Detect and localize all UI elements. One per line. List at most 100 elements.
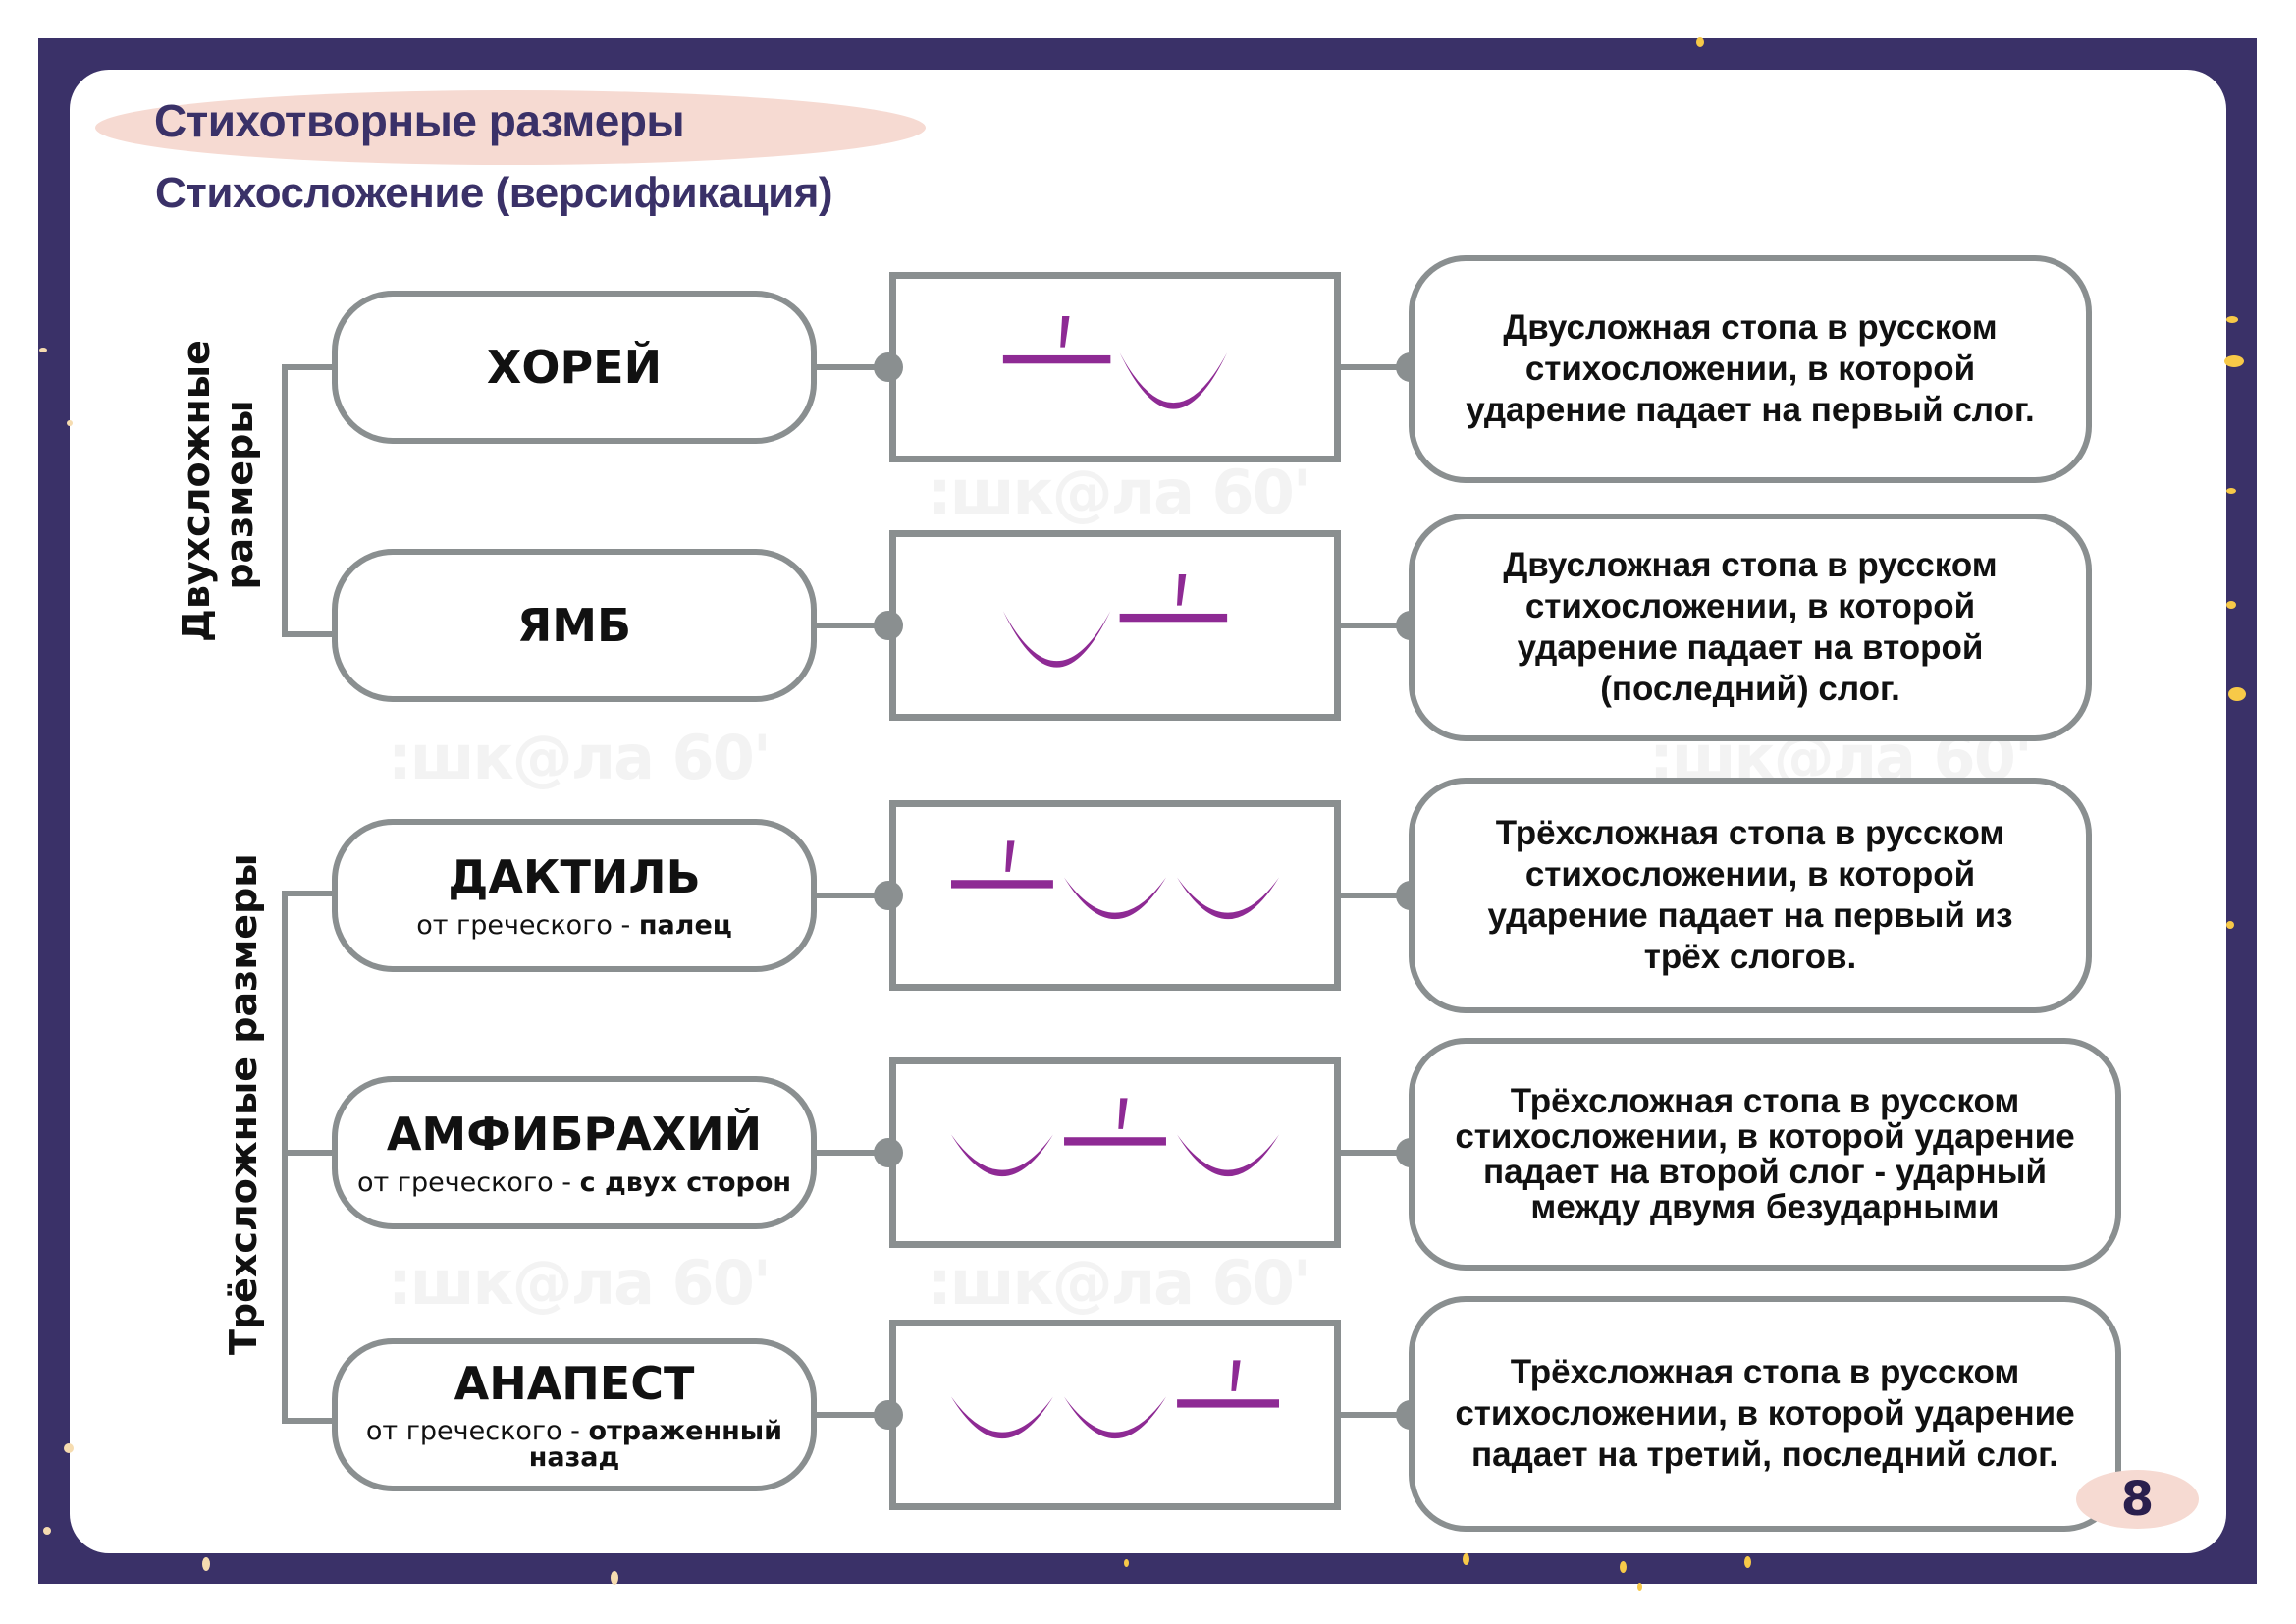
decor-dot [39, 348, 47, 352]
connector-line [817, 893, 891, 898]
meter-name-box: ХОРЕЙ [332, 291, 817, 444]
connector-line [1339, 623, 1412, 628]
bracket-branch [282, 1150, 332, 1156]
origin-meaning: отраженный назад [528, 1416, 783, 1474]
page-number: 8 [2120, 1472, 2155, 1527]
connector-dot [874, 1400, 903, 1430]
unstressed-syllable-mark [1177, 1134, 1280, 1177]
unstressed-syllable-mark [1064, 1396, 1166, 1439]
connector-line [1339, 1412, 1412, 1418]
origin-prefix: от греческого - [416, 909, 639, 941]
decor-dot [1124, 1559, 1129, 1567]
decor-dot [1463, 1553, 1469, 1565]
stress-accent-mark [1005, 840, 1015, 872]
stressed-syllable-mark [1002, 354, 1111, 364]
meter-description: Двусложная стопа в русском стихосложении… [1466, 308, 2035, 429]
group-label-line: Двухсложные [175, 340, 218, 642]
meter-description-box: Двусложная стопа в русском стихосложении… [1409, 255, 2092, 483]
meter-description-box: Трёхсложная стопа в русском стихосложени… [1409, 778, 2092, 1013]
group-label-line: размеры [218, 400, 261, 590]
meter-description: Трёхсложная стопа в русском стихосложени… [1455, 1353, 2075, 1474]
page-subtitle: Стихосложение (версификация) [155, 169, 833, 217]
meter-name: ЯМБ [516, 598, 632, 652]
meter-scheme-box [889, 800, 1341, 991]
stress-accent-mark [1231, 1360, 1241, 1391]
meter-scheme [950, 1098, 1280, 1177]
decor-dot [611, 1571, 618, 1585]
meter-description-box: Трёхсложная стопа в русском стихосложени… [1409, 1038, 2121, 1271]
stressed-syllable-mark [1119, 613, 1228, 623]
meter-origin: от греческого - палец [416, 912, 732, 939]
stress-accent-mark [1060, 316, 1070, 348]
watermark: :шк@ла 60' [928, 457, 1311, 528]
unstressed-syllable-mark [1002, 611, 1111, 668]
origin-meaning: с двух сторон [579, 1166, 792, 1198]
decor-dot [2226, 488, 2236, 494]
decor-dot [202, 1557, 210, 1571]
decor-dot [2226, 601, 2236, 609]
group-bracket [282, 891, 338, 1424]
meter-scheme [950, 1360, 1280, 1439]
origin-prefix: от греческого - [356, 1166, 580, 1198]
decor-dot [1696, 37, 1704, 47]
meter-name: АМФИБРАХИЙ [386, 1108, 763, 1162]
meter-scheme-box [889, 530, 1341, 721]
meter-name: АНАПЕСТ [454, 1356, 695, 1410]
stressed-syllable-mark [1064, 1137, 1166, 1146]
connector-dot [874, 611, 903, 640]
connector-dot [874, 1138, 903, 1167]
unstressed-syllable-mark [1119, 352, 1228, 409]
meter-scheme-box [889, 1057, 1341, 1248]
meter-origin: от греческого - с двух сторон [357, 1169, 791, 1196]
unstressed-syllable-mark [1064, 877, 1166, 920]
connector-line [817, 1412, 891, 1418]
connector-line [1339, 893, 1412, 898]
meter-origin: от греческого - отраженный назад [338, 1418, 811, 1471]
page-title: Стихотворные размеры [154, 95, 685, 146]
connector-dot [874, 881, 903, 910]
decor-dot [64, 1443, 74, 1453]
meter-name-box: АНАПЕСТ от греческого - отраженный назад [332, 1338, 817, 1491]
origin-meaning: палец [638, 909, 732, 941]
meter-name-box: ДАКТИЛЬ от греческого - палец [332, 819, 817, 972]
page-number-badge: 8 [2076, 1470, 2199, 1529]
connector-line [1339, 1150, 1412, 1156]
meter-description-box: Двусложная стопа в русском стихосложении… [1409, 514, 2092, 741]
decor-dot [2226, 921, 2234, 929]
meter-name: ДАКТИЛЬ [448, 850, 701, 904]
group-label-trisyllabic: Трёхсложные размеры [222, 853, 265, 1355]
connector-line [817, 623, 891, 628]
stressed-syllable-mark [1177, 1399, 1280, 1408]
meter-description-box: Трёхсложная стопа в русском стихосложени… [1409, 1296, 2121, 1532]
decor-dot [2226, 316, 2238, 323]
meter-name-box: ЯМБ [332, 549, 817, 702]
meter-name-box: АМФИБРАХИЙ от греческого - с двух сторон [332, 1076, 817, 1229]
title-highlight [95, 90, 926, 165]
meter-scheme-box [889, 1320, 1341, 1510]
meter-description: Трёхсложная стопа в русском стихосложени… [1487, 814, 2013, 976]
decor-dot [43, 1527, 51, 1535]
unstressed-syllable-mark [1177, 877, 1280, 920]
connector-line [817, 1150, 891, 1156]
unstressed-syllable-mark [950, 1134, 1053, 1177]
decor-dot [2228, 687, 2246, 701]
decor-dot [2224, 355, 2244, 367]
connector-line [817, 364, 891, 370]
meter-description: Трёхсложная стопа в русском стихосложени… [1455, 1081, 2075, 1226]
meter-scheme-box [889, 272, 1341, 462]
watermark: :шк@ла 60' [928, 1247, 1311, 1319]
unstressed-syllable-mark [950, 1396, 1053, 1439]
group-label-line: Трёхсложные размеры [222, 853, 265, 1355]
stress-accent-mark [1177, 574, 1187, 606]
decor-dot [1620, 1561, 1627, 1573]
connector-line [1339, 364, 1412, 370]
decor-dot [1637, 1583, 1642, 1591]
connector-dot [874, 352, 903, 382]
watermark: :шк@ла 60' [388, 722, 772, 793]
meter-description: Двусложная стопа в русском стихосложении… [1503, 546, 1998, 708]
stress-accent-mark [1118, 1098, 1128, 1129]
meter-scheme [1002, 574, 1228, 668]
decor-dot [1744, 1556, 1751, 1568]
watermark: :шк@ла 60' [388, 1247, 772, 1319]
meter-name: ХОРЕЙ [486, 340, 663, 394]
